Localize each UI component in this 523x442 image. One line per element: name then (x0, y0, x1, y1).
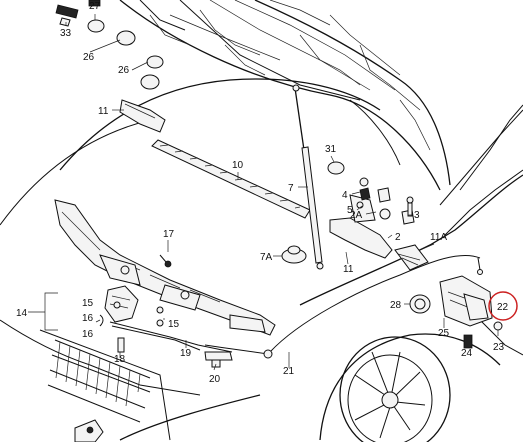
label-15-a: 15 (82, 298, 94, 309)
label-2a: 2A (350, 210, 363, 221)
label-19: 19 (180, 348, 192, 359)
label-23: 23 (493, 342, 505, 353)
label-2: 2 (395, 232, 401, 243)
label-31: 31 (325, 144, 337, 155)
label-7a: 7A (260, 252, 273, 263)
seal-strip-10 (151, 139, 311, 219)
label-16-a: 16 (82, 313, 94, 324)
fuel-flap-assembly (409, 275, 503, 349)
label-10: 10 (232, 160, 244, 171)
top-left-parts (55, 0, 166, 133)
label-21: 21 (283, 366, 295, 377)
label-5: 5 (347, 205, 353, 216)
label-3: 3 (414, 210, 420, 221)
fasteners-right (327, 161, 414, 217)
bracket-11a (394, 244, 429, 271)
label-16-b: 16 (82, 329, 94, 340)
label-4: 4 (342, 190, 348, 201)
label-17: 17 (163, 229, 175, 240)
bolt-17 (159, 254, 172, 268)
label-33: 33 (60, 28, 72, 39)
cable-19-20 (204, 351, 233, 368)
label-11-mid: 11 (343, 264, 354, 275)
hood-panel (119, 0, 451, 191)
label-7: 7 (288, 183, 294, 194)
label-24: 24 (461, 348, 473, 359)
front-grille (39, 329, 171, 442)
highlight-circle (488, 291, 518, 321)
label-25: 25 (438, 328, 450, 339)
leader-lines (28, 14, 499, 371)
lock-carrier (54, 199, 276, 336)
label-14: 14 (16, 308, 28, 319)
gas-strut-7 (292, 84, 324, 270)
label-26-a: 26 (83, 52, 95, 63)
label-18: 18 (114, 354, 126, 365)
label-27: 27 (89, 1, 101, 12)
label-22: 22 (497, 302, 509, 313)
label-11a: 11A (430, 232, 447, 243)
grommet-7a (281, 245, 307, 264)
label-26-b: 26 (118, 65, 130, 76)
label-15-b: 15 (168, 319, 180, 330)
lock-assembly (99, 285, 233, 353)
label-20: 20 (209, 374, 221, 385)
car-body-outline (0, 78, 523, 442)
release-cable-21 (204, 254, 483, 359)
label-28: 28 (390, 300, 402, 311)
label-11-top: 11 (98, 106, 109, 117)
callout-labels: 33 27 26 26 11 10 31 7 4 5 2A 3 2 7A 11 … (16, 1, 509, 385)
